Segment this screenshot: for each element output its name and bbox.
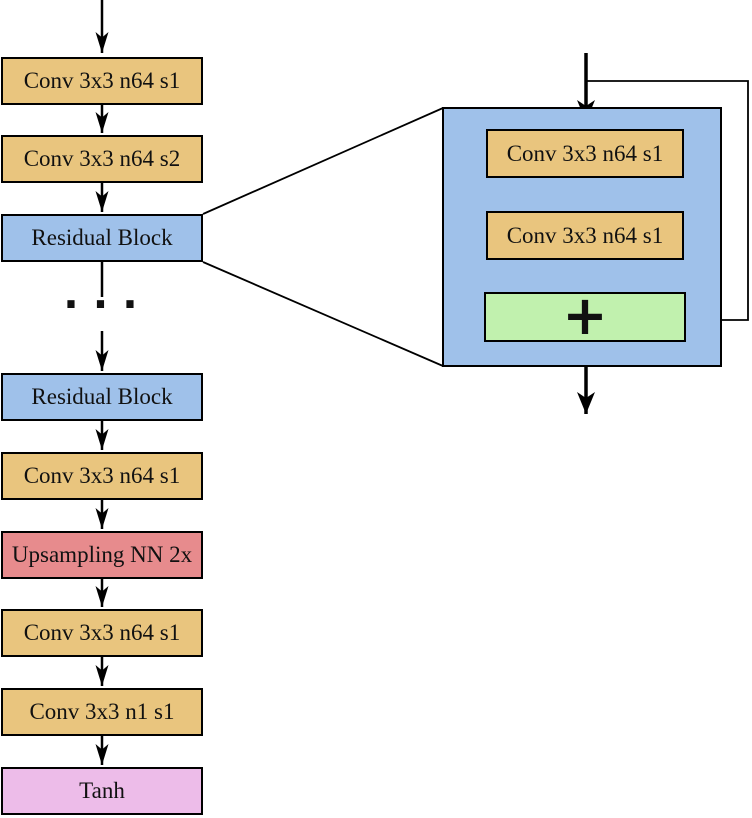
node-upsampling: Upsampling NN 2x bbox=[1, 531, 203, 579]
detail-node-add: + bbox=[484, 284, 686, 347]
node-conv-4: Conv 3x3 n64 s1 bbox=[1, 609, 203, 657]
node-tanh: Tanh bbox=[1, 767, 203, 815]
node-conv-5: Conv 3x3 n1 s1 bbox=[1, 688, 203, 736]
node-residual-block-1: Residual Block bbox=[1, 214, 203, 262]
zoom-connector-bottom bbox=[202, 261, 444, 367]
ellipsis: ... bbox=[57, 268, 147, 319]
node-conv-3: Conv 3x3 n64 s1 bbox=[1, 452, 203, 500]
node-conv-2: Conv 3x3 n64 s2 bbox=[1, 135, 203, 183]
zoom-connector-top bbox=[202, 107, 444, 215]
node-residual-block-2: Residual Block bbox=[1, 373, 203, 421]
detail-node-conv-1: Conv 3x3 n64 s1 bbox=[486, 129, 684, 178]
zoom-connectors bbox=[202, 107, 444, 367]
node-conv-1: Conv 3x3 n64 s1 bbox=[1, 57, 203, 105]
detail-node-conv-2: Conv 3x3 n64 s1 bbox=[486, 211, 684, 260]
